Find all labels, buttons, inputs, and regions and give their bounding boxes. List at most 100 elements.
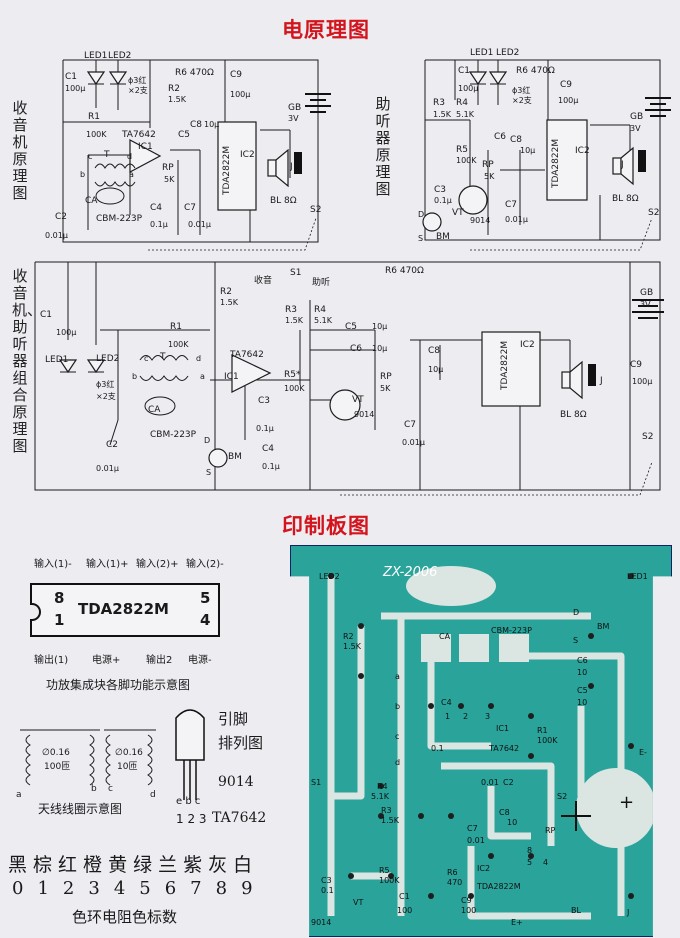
- combined-r1-value: 100K: [168, 340, 189, 349]
- pcb-r4: R4: [377, 782, 388, 791]
- radio-c9: C9: [230, 70, 243, 80]
- pcb-c7-value: 0.01: [467, 836, 485, 845]
- pcb-led2: LED2: [319, 572, 340, 581]
- radio-c7-value: 0.01µ: [188, 220, 211, 229]
- aid-r4: R4: [456, 98, 468, 108]
- pcb-traces: [327, 566, 656, 920]
- aid-c9: C9: [560, 80, 573, 90]
- color-code-digit-0: 0: [12, 878, 24, 899]
- aid-speaker-symbol: [612, 146, 646, 186]
- radio-c2: C2: [55, 212, 68, 222]
- pinout-title-2: 排列图: [218, 734, 264, 752]
- aid-led2: LED2: [496, 48, 520, 58]
- pcb-ic1-model: TA7642: [489, 744, 520, 753]
- pcb-coil-b: b: [395, 702, 401, 711]
- radio-r1: R1: [88, 112, 100, 122]
- radio-r1-value: 100K: [86, 130, 107, 139]
- combined-c1: C1: [40, 310, 53, 320]
- radio-t: T: [104, 150, 110, 160]
- color-code-color-0: 黑: [8, 854, 28, 876]
- combined-gb-value: 3V: [640, 300, 651, 309]
- radio-gb-value: 3V: [288, 114, 299, 123]
- combined-c4-value: 0.1µ: [262, 462, 280, 471]
- color-code-color-6: 兰: [158, 854, 178, 876]
- ic-bottom-pin-4: 电源-: [188, 655, 212, 666]
- pcb-c9-value: 100: [461, 906, 477, 915]
- radio-ic2-body: [217, 121, 257, 211]
- coil1-wire: ∅0.16: [42, 748, 70, 758]
- combined-led-note1: ϕ3红: [96, 380, 115, 389]
- pcb-c6: C6: [577, 656, 588, 665]
- side-label-combined: 收音机、助听器组合原理图: [12, 267, 43, 455]
- pcb-r6-value: 470: [447, 878, 463, 887]
- aid-c7-value: 0.01µ: [505, 215, 528, 224]
- ic-bottom-pin-3: 输出2: [146, 655, 173, 666]
- pcb-c2-value: 0.01: [481, 778, 499, 787]
- radio-r2: R2: [168, 84, 180, 94]
- pcb-ic1-pin2: 2: [463, 712, 469, 721]
- radio-c8: C8: [190, 120, 203, 130]
- radio-led2: LED2: [108, 51, 132, 61]
- aid-r3: R3: [433, 98, 445, 108]
- coil-pin-c: c: [108, 784, 113, 794]
- radio-c2-value: 0.01µ: [45, 231, 68, 240]
- combined-gb: GB: [640, 288, 654, 298]
- pinout-numbers: 1 2 3: [176, 812, 207, 826]
- combined-led1: LED1: [45, 355, 69, 365]
- pcb-r5: R5: [379, 866, 390, 875]
- combined-pin-a: a: [200, 372, 205, 381]
- aid-led-note2: ×2支: [512, 96, 532, 105]
- combined-c7-value: 0.01µ: [402, 438, 425, 447]
- aid-led-symbols: [468, 71, 508, 86]
- radio-c1: C1: [65, 72, 78, 82]
- radio-cbm: CBM-223P: [96, 214, 143, 224]
- pcb-coil-c: c: [395, 732, 400, 741]
- radio-ca: CA: [85, 196, 98, 206]
- combined-r5: R5*: [284, 370, 301, 380]
- combined-c7: C7: [404, 420, 417, 430]
- transistor-pinout-shape: [175, 709, 205, 800]
- aid-ic2-name: IC2: [575, 146, 590, 156]
- antenna-caption: 天线线圈示意图: [38, 802, 123, 816]
- color-code-caption: 色环电阻色标数: [72, 908, 178, 926]
- pcb-led1: LED1: [627, 572, 648, 581]
- aid-led1: LED1: [470, 48, 494, 58]
- combined-t: T: [160, 352, 166, 362]
- radio-ic2-name: IC2: [240, 150, 255, 160]
- combined-s1: S1: [290, 268, 302, 278]
- combined-c8: C8: [428, 346, 441, 356]
- aid-rp: RP: [482, 160, 494, 170]
- pcb-r3: R3: [381, 806, 392, 815]
- radio-c4-value: 0.1µ: [150, 220, 168, 229]
- pcb-s2: S2: [557, 792, 568, 801]
- aid-s2: S2: [648, 208, 660, 218]
- combined-r6: R6 470Ω: [385, 266, 424, 276]
- combined-bm: BM: [228, 452, 242, 462]
- pinout-model-2: TA7642: [212, 810, 267, 826]
- pcb-d: D: [573, 608, 580, 617]
- combined-r3-value: 1.5K: [285, 316, 303, 325]
- pcb-vt-model: 9014: [311, 918, 332, 927]
- radio-led-note1: ϕ3红: [128, 76, 147, 85]
- combined-led2: LED2: [96, 354, 120, 364]
- combined-mic-symbol: [208, 448, 228, 468]
- ic-top-pin-2: 输入(1)+: [86, 559, 129, 570]
- pinout-title-1: 引脚: [218, 710, 249, 728]
- aid-gb-value: 3V: [630, 124, 641, 133]
- color-code-digit-5: 5: [139, 878, 151, 899]
- color-code-color-5: 绿: [133, 854, 153, 876]
- coil1-turns: 100匝: [44, 762, 71, 772]
- ic-pin1-label: 1: [54, 611, 65, 629]
- aid-c6: C6: [494, 132, 507, 142]
- color-code-digit-6: 6: [164, 878, 177, 899]
- combined-rp-value: 5K: [380, 384, 391, 393]
- pcb-ic1: IC1: [496, 724, 510, 733]
- combined-c3-value: 0.1µ: [256, 424, 274, 433]
- radio-pin-a: a: [129, 170, 134, 179]
- side-label-hearing-aid: 助听器原理图: [375, 95, 391, 198]
- ic-chip-model: TDA2822M: [78, 600, 169, 618]
- combined-c8-value: 10µ: [428, 365, 444, 374]
- pcb-j: J: [627, 908, 630, 917]
- ic-bottom-pin-1: 输出(1): [34, 655, 69, 666]
- combined-switch-radio: 收音: [254, 276, 273, 286]
